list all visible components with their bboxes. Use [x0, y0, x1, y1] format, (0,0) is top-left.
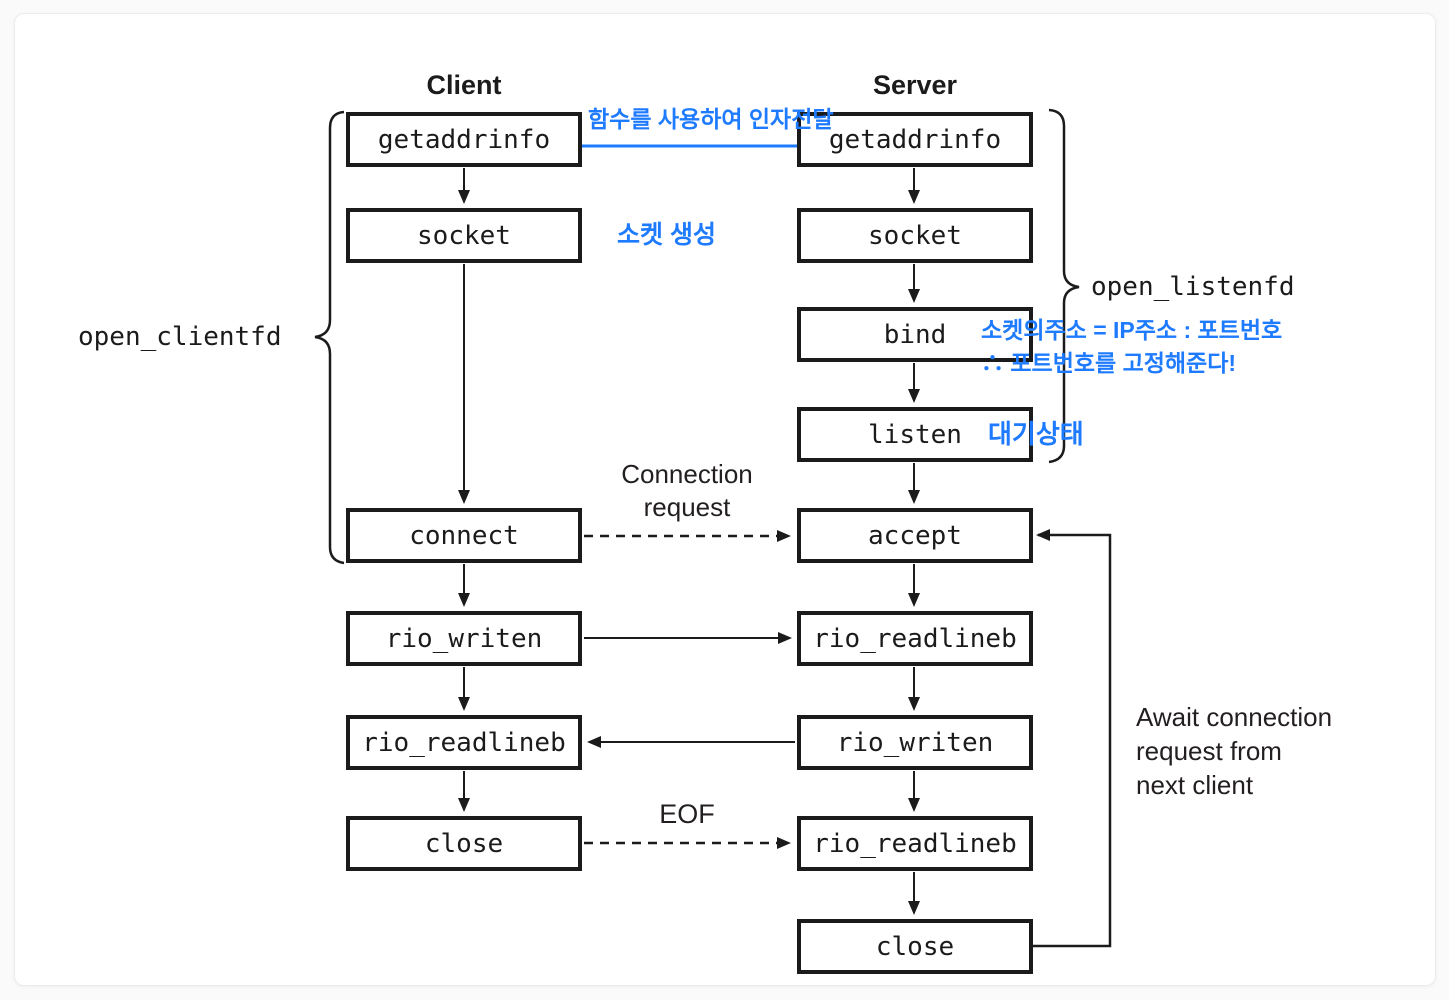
flow-box-server-rio-readlineb: rio_readlineb — [797, 611, 1033, 666]
open-listenfd-brace — [1048, 108, 1080, 464]
client-column-header: Client — [426, 70, 502, 100]
connection-request-label: Connection request — [621, 459, 753, 522]
flow-box-client-rio-readlineb: rio_readlineb — [346, 715, 582, 770]
eof-label: EOF — [659, 799, 715, 829]
flow-box-client-getaddrinfo: getaddrinfo — [346, 112, 582, 167]
arrow-loop-close-to-accept — [1033, 529, 1112, 948]
diagram-card — [14, 13, 1436, 986]
korean-note-listen: 대기상태 — [988, 419, 1084, 449]
flow-box-client-socket: socket — [346, 208, 582, 263]
flow-box-server-accept: accept — [797, 508, 1033, 563]
server-column-header: Server — [872, 70, 958, 100]
korean-note-bind: 소켓의주소 = IP주소 : 포트번호 ∴ 포트번호를 고정해준다! — [981, 317, 1283, 376]
flow-box-server-rio-readlineb2: rio_readlineb — [797, 816, 1033, 871]
flow-box-server-getaddrinfo: getaddrinfo — [797, 112, 1033, 167]
flow-box-server-bind: bind — [797, 307, 1033, 362]
flow-box-client-close: close — [346, 816, 582, 871]
flow-box-server-rio-writen: rio_writen — [797, 715, 1033, 770]
flow-box-server-listen: listen — [797, 407, 1033, 462]
flow-box-server-socket: socket — [797, 208, 1033, 263]
korean-note-getaddrinfo-link: 함수를 사용하여 인자전달 — [588, 106, 834, 132]
await-connection-label: Await connection request from next clien… — [1136, 702, 1333, 800]
flow-box-client-connect: connect — [346, 508, 582, 563]
korean-note-socket: 소켓 생성 — [617, 221, 716, 249]
open-listenfd-label: open_listenfd — [1091, 272, 1295, 302]
flow-box-server-close: close — [797, 919, 1033, 974]
open-clientfd-brace — [314, 110, 345, 565]
open-clientfd-label: open_clientfd — [78, 322, 282, 352]
flow-box-client-rio-writen: rio_writen — [346, 611, 582, 666]
